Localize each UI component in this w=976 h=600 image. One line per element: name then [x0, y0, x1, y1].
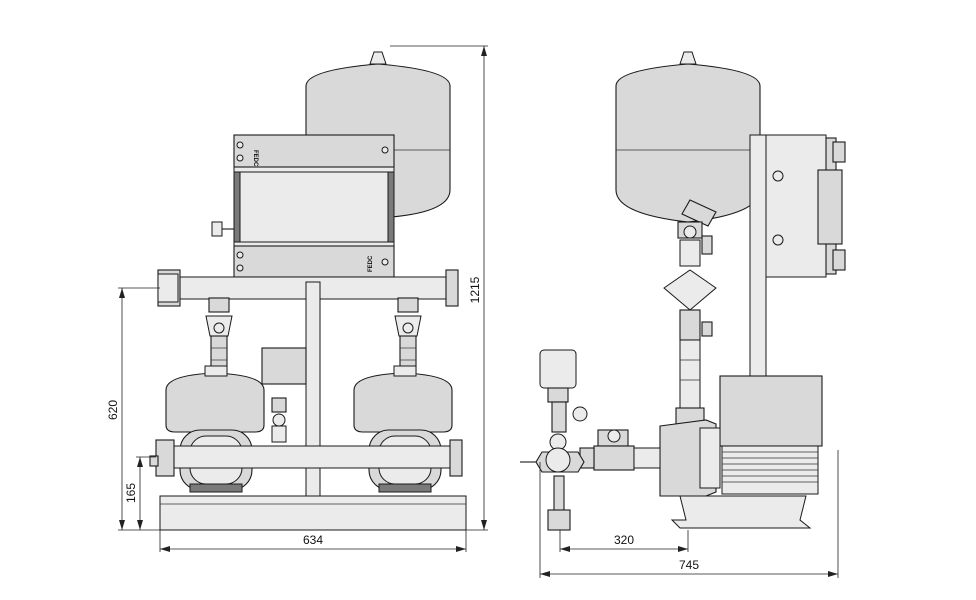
side-pressure-switch: [539, 349, 588, 451]
side-view: [520, 51, 846, 531]
side-inlet-pipe: [579, 429, 661, 471]
dimension-side-depth: 745: [539, 450, 839, 578]
brand-label-top: FEDC: [252, 150, 258, 167]
dimension-manifold-height: 620: [106, 287, 160, 531]
brand-label-bottom: FEDC: [368, 255, 374, 272]
front-valve-left: [205, 297, 233, 373]
side-control-box: [765, 134, 846, 278]
front-control-box: FEDC FEDC: [211, 134, 395, 278]
front-valve-right: [394, 297, 422, 373]
dim-label-745: 745: [679, 558, 699, 572]
dim-label-634: 634: [303, 533, 323, 547]
dimension-base-height: 165: [124, 456, 156, 530]
dimension-total-height: 1215: [390, 45, 488, 531]
dimension-front-width: 634: [159, 530, 467, 552]
front-center-valve: [271, 397, 287, 443]
front-base-frame: [159, 495, 467, 531]
side-pump-motor: [659, 375, 823, 529]
side-strainer: [520, 447, 585, 531]
side-pressure-tank: [615, 51, 761, 223]
dim-label-620: 620: [106, 400, 120, 420]
front-view: FEDC FEDC: [149, 51, 467, 531]
dim-label-320: 320: [614, 533, 634, 547]
front-center-motor-box: [261, 347, 307, 385]
side-support-column: [749, 134, 767, 381]
dim-label-1215: 1215: [468, 276, 482, 303]
front-lower-manifold: [149, 439, 463, 477]
front-pump-left: [165, 365, 265, 493]
side-vertical-pipe: [663, 199, 717, 427]
dim-label-165: 165: [124, 483, 138, 503]
front-pump-right: [353, 365, 453, 493]
dimension-side-offset: 320: [559, 530, 689, 552]
